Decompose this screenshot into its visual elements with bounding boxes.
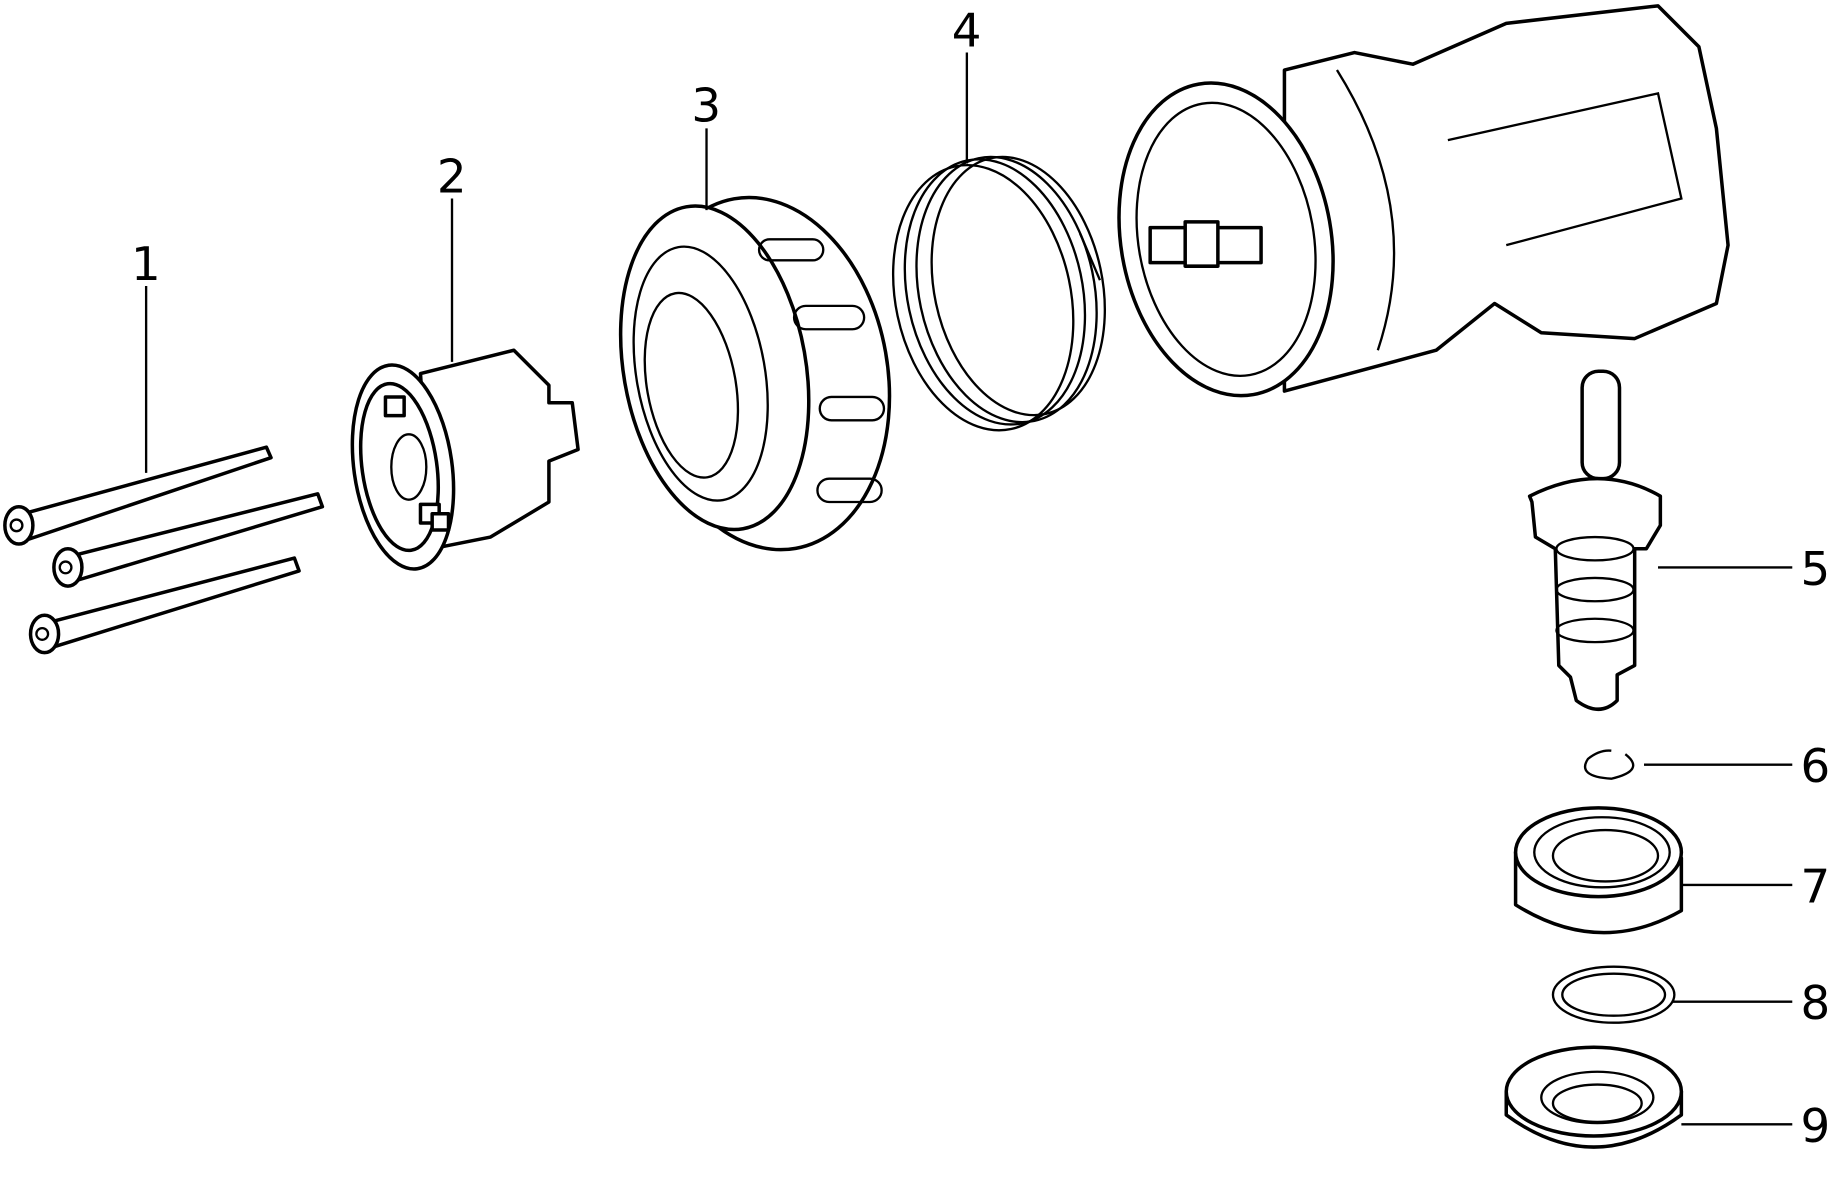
part-2-adapter xyxy=(350,348,580,571)
part-3-clamping-nut xyxy=(618,195,892,552)
screw xyxy=(52,492,325,588)
part-8-snap-ring xyxy=(1551,965,1676,1024)
angle-head-housing xyxy=(1117,4,1730,398)
callout-2: 2 xyxy=(437,151,467,205)
part-9-washer xyxy=(1504,1045,1684,1149)
screw xyxy=(3,445,273,546)
part-4-spring xyxy=(891,155,1107,432)
screw xyxy=(28,556,301,655)
callout-3: 3 xyxy=(691,79,721,133)
part-5-spindle xyxy=(1527,369,1663,711)
callout-8: 8 xyxy=(1800,977,1830,1031)
part-1-screws xyxy=(3,445,325,655)
leader-lines xyxy=(144,52,1793,1126)
part-6-retaining-ring xyxy=(1583,749,1635,780)
callout-5: 5 xyxy=(1800,543,1830,597)
callout-9: 9 xyxy=(1800,1100,1830,1154)
callout-7: 7 xyxy=(1800,860,1830,914)
callout-1: 1 xyxy=(131,238,161,292)
callout-4: 4 xyxy=(952,5,982,59)
callout-6: 6 xyxy=(1800,740,1830,794)
part-7-bearing xyxy=(1513,806,1684,935)
